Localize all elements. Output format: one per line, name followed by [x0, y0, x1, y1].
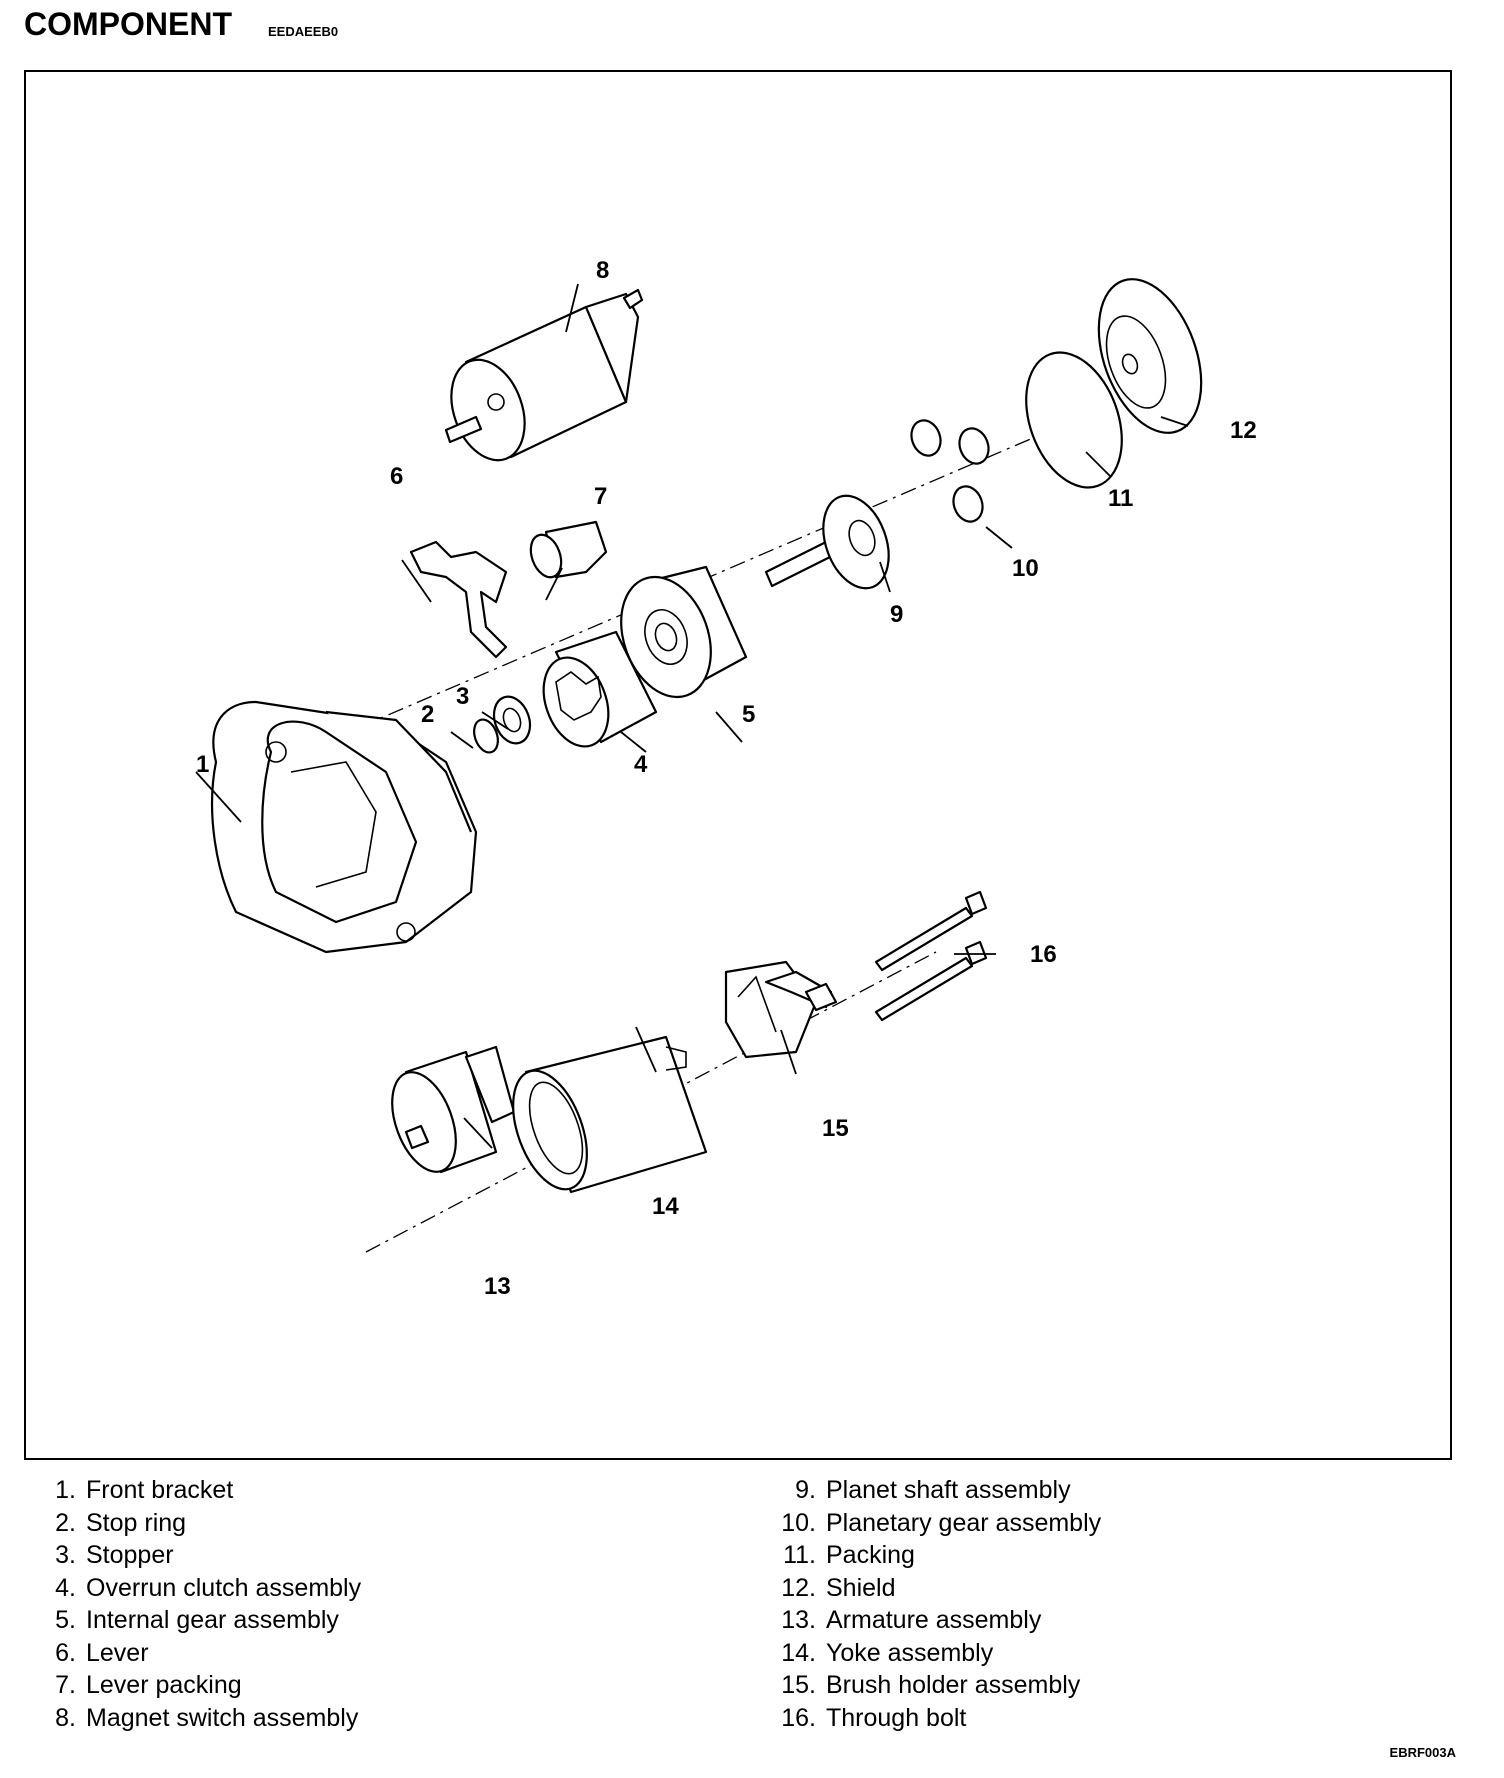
front-bracket	[211, 700, 478, 954]
legend-number: 9.	[795, 1476, 816, 1504]
packing	[1025, 351, 1123, 489]
legend-text: Magnet switch assembly	[86, 1703, 359, 1732]
callout-2: 2	[421, 701, 434, 728]
stopper	[492, 695, 532, 745]
brush-holder	[724, 960, 838, 1059]
legend-text: Armature assembly	[826, 1606, 1042, 1634]
legend-number: 2.	[55, 1508, 76, 1537]
section-code: EEDAEEB0	[268, 24, 339, 39]
legend-item: 12. Shield	[766, 1572, 1101, 1605]
legend-text: Overrun clutch assembly	[86, 1573, 362, 1602]
figure-code: EBRF003A	[1389, 1745, 1456, 1760]
page-title: COMPONENT	[24, 6, 232, 42]
legend-text: Brush holder assembly	[826, 1671, 1081, 1699]
planet-shaft	[764, 494, 890, 590]
callout-5: 5	[742, 701, 755, 728]
stop-ring	[473, 718, 499, 754]
callout-6: 6	[390, 463, 403, 490]
legend-text: Lever	[86, 1638, 149, 1667]
callout-15: 15	[822, 1115, 849, 1142]
legend-item: 2. Stop ring	[38, 1507, 361, 1540]
callout-7: 7	[594, 483, 607, 510]
legend-text: Lever packing	[86, 1671, 242, 1699]
legend-number: 15.	[781, 1671, 816, 1699]
lever-packing	[529, 520, 608, 579]
legend-number: 16.	[781, 1703, 816, 1732]
callout-13: 13	[484, 1273, 511, 1300]
legend-item: 3. Stopper	[38, 1539, 361, 1572]
legend-text: Internal gear assembly	[86, 1606, 339, 1634]
legend-number: 14.	[781, 1638, 816, 1667]
legend-text: Planetary gear assembly	[826, 1508, 1102, 1537]
legend-text: Stopper	[86, 1541, 174, 1569]
through-bolts	[874, 890, 988, 1022]
legend-item: 13. Armature assembly	[766, 1604, 1101, 1637]
legend-number: 7.	[55, 1671, 76, 1699]
callout-14: 14	[652, 1193, 679, 1220]
legend-number: 3.	[55, 1541, 76, 1569]
legend-text: Through bolt	[826, 1703, 967, 1732]
callout-8: 8	[596, 257, 609, 284]
callout-16: 16	[1030, 941, 1057, 968]
callout-4: 4	[634, 751, 648, 778]
legend-text: Yoke assembly	[826, 1638, 994, 1667]
legend-number: 1.	[55, 1476, 76, 1504]
legend-number: 5.	[55, 1606, 76, 1634]
overrun-clutch	[542, 630, 658, 748]
legend-text: Shield	[826, 1573, 896, 1602]
callout-12: 12	[1230, 417, 1257, 444]
callout-3: 3	[456, 683, 469, 710]
shield	[1097, 278, 1203, 434]
legend-item: 11. Packing	[766, 1539, 1101, 1572]
lever	[409, 540, 508, 659]
legend-item: 16. Through bolt	[766, 1702, 1101, 1735]
legend-number: 10.	[781, 1508, 816, 1537]
legend-right-column: 9. Planet shaft assembly 10. Planetary gea…	[766, 1474, 1101, 1734]
legend-item: 14. Yoke assembly	[766, 1637, 1101, 1670]
legend-number: 6.	[55, 1638, 76, 1667]
legend-text: Stop ring	[86, 1508, 187, 1537]
legend-text: Packing	[826, 1541, 915, 1569]
yoke	[512, 1035, 708, 1194]
legend-item: 8. Magnet switch assembly	[38, 1702, 361, 1735]
callout-11: 11	[1108, 485, 1133, 512]
callout-1: 1	[196, 751, 209, 778]
legend-item: 1. Front bracket	[38, 1474, 361, 1507]
leader-lines	[195, 283, 1189, 1149]
planetary-gears	[910, 419, 990, 523]
diagram-canvas: 1 2 3 4 5 6 7 8 9 10 11 12 13 14 15 16	[195, 257, 1257, 1300]
armature	[391, 1045, 516, 1174]
legend-item: 9. Planet shaft assembly	[766, 1474, 1101, 1507]
internal-gear	[620, 565, 748, 699]
legend-item: 7. Lever packing	[38, 1669, 361, 1702]
legend-item: 4. Overrun clutch assembly	[38, 1572, 361, 1605]
legend-item: 5. Internal gear assembly	[38, 1604, 361, 1637]
legend-number: 8.	[55, 1703, 76, 1732]
legend-number: 11.	[783, 1541, 816, 1569]
exploded-diagram: 1 2 3 4 5 6 7 8 9 10 11 12 13 14 15 16	[24, 70, 1452, 1460]
legend-item: 10. Planetary gear assembly	[766, 1507, 1101, 1540]
legend-number: 4.	[55, 1573, 76, 1602]
legend-number: 12.	[781, 1573, 816, 1602]
legend-item: 6. Lever	[38, 1637, 361, 1670]
callout-9: 9	[890, 601, 903, 628]
magnet-switch	[444, 288, 644, 462]
legend-number: 13.	[781, 1606, 816, 1634]
callout-10: 10	[1012, 555, 1039, 582]
legend-text: Planet shaft assembly	[826, 1476, 1071, 1504]
legend-item: 15. Brush holder assembly	[766, 1669, 1101, 1702]
legend-text: Front bracket	[86, 1476, 234, 1504]
legend-left-column: 1. Front bracket 2. Stop ring 3. Stopper 4.…	[38, 1474, 361, 1734]
